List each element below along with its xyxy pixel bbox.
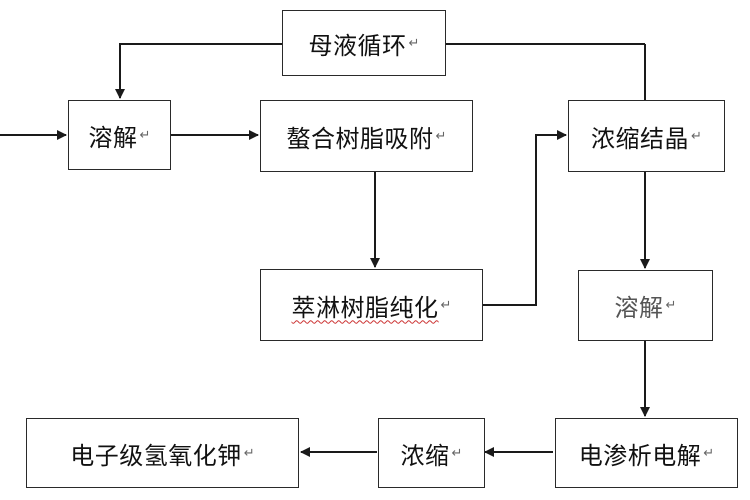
paragraph-mark-icon: ↵ [440,297,452,313]
node-concentrate-crystallize: 浓缩结晶↵ [568,100,725,172]
node-dissolve-second-label: 溶解 [614,294,664,322]
node-concentrate: 浓缩↵ [378,418,485,488]
node-product: 电子级氢氧化钾↵ [26,418,299,488]
node-electrodialysis: 电渗析电解↵ [555,418,738,488]
arrow-extraction-to-crystallize [483,130,567,306]
paragraph-mark-icon: ↵ [139,127,151,143]
paragraph-mark-icon: ↵ [691,128,702,144]
paragraph-mark-icon: ↵ [451,445,463,461]
node-extraction-resin: 萃淋树脂纯化↵ [260,269,483,341]
node-product-label: 电子级氢氧化钾 [70,441,242,470]
node-dissolve-second: 溶解↵ [578,270,713,341]
node-mother-liquor-label: 母液循环 [308,31,407,60]
paragraph-mark-icon: ↵ [665,298,677,313]
node-mother-liquor: 母液循环↵ [282,10,446,76]
paragraph-mark-icon: ↵ [435,128,447,144]
node-electrodialysis-label: 电渗析电解 [578,441,702,470]
node-dissolve: 溶解↵ [68,100,171,170]
node-chelating-resin: 螯合树脂吸附↵ [260,100,473,172]
paragraph-mark-icon: ↵ [703,445,715,461]
paragraph-mark-icon: ↵ [243,445,255,461]
paragraph-mark-icon: ↵ [408,35,420,51]
node-concentrate-crystallize-label: 浓缩结晶 [591,124,690,153]
node-concentrate-label: 浓缩 [400,441,450,470]
arrow-mother-liquor-to-dissolve [115,43,282,99]
node-chelating-resin-label: 螯合树脂吸附 [286,124,434,153]
node-extraction-resin-label: 萃淋树脂纯化 [291,293,439,322]
node-dissolve-label: 溶解 [88,123,138,152]
